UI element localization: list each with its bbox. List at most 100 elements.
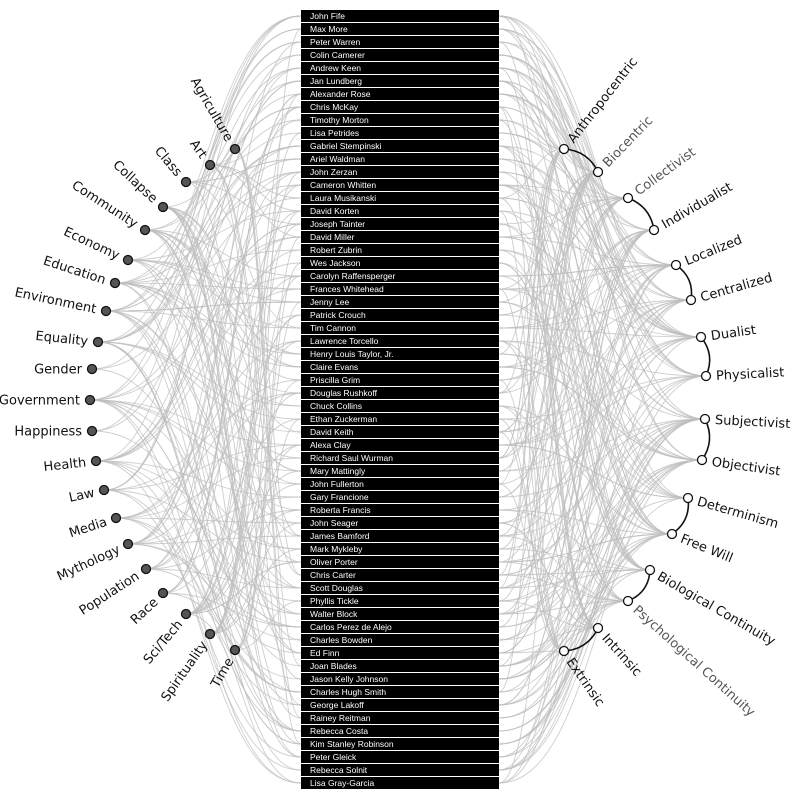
person-row[interactable]: Andrew Keen — [301, 62, 499, 74]
topic-link — [97, 341, 302, 407]
topic-node-equality[interactable]: Equality — [35, 329, 104, 349]
person-row[interactable]: Chris McKay — [301, 101, 499, 113]
person-row[interactable]: Jason Kelly Johnson — [301, 673, 499, 685]
philosophy-node-individualist[interactable]: Individualist — [648, 180, 736, 236]
person-row[interactable]: Peter Gleick — [301, 751, 499, 763]
philosophy-node-objectivist[interactable]: Objectivist — [696, 454, 782, 479]
person-row[interactable]: Carlos Perez de Alejo — [301, 621, 499, 633]
person-row[interactable]: Charles Bowden — [301, 634, 499, 646]
person-row[interactable]: Ed Finn — [301, 647, 499, 659]
person-row[interactable]: Ariel Waldman — [301, 153, 499, 165]
topic-node-environment[interactable]: Environment — [13, 285, 112, 317]
philosophy-link — [498, 171, 707, 377]
topic-node-dot — [92, 336, 104, 348]
person-row[interactable]: Colin Camerer — [301, 49, 499, 61]
person-row[interactable]: Alexander Rose — [301, 88, 499, 100]
person-row[interactable]: Lawrence Torcello — [301, 335, 499, 347]
philosophy-node-collectivist[interactable]: Collectivist — [622, 145, 699, 204]
person-row[interactable]: Mark Mykleby — [301, 543, 499, 555]
person-row[interactable]: David Keith — [301, 426, 499, 438]
person-row[interactable]: Phyllis Tickle — [301, 595, 499, 607]
topic-node-government[interactable]: Government — [0, 394, 96, 409]
person-row[interactable]: David Korten — [301, 205, 499, 217]
philosophy-node-free-will[interactable]: Free Will — [666, 528, 735, 567]
topic-node-health[interactable]: Health — [43, 456, 102, 475]
topic-link — [185, 483, 302, 615]
philosophy-link — [498, 229, 655, 524]
person-row[interactable]: Wes Jackson — [301, 257, 499, 269]
person-row[interactable]: James Bamford — [301, 530, 499, 542]
person-row[interactable]: Scott Douglas — [301, 582, 499, 594]
person-row[interactable]: Peter Warren — [301, 36, 499, 48]
person-row[interactable]: John Fife — [301, 10, 499, 22]
topic-link — [105, 310, 302, 667]
person-name: Oliver Porter — [310, 557, 358, 567]
philosophy-node-intrinsic[interactable]: Intrinsic — [592, 622, 645, 680]
topic-node-race[interactable]: Race — [128, 587, 169, 628]
person-row[interactable]: Timothy Morton — [301, 114, 499, 126]
person-row[interactable]: George Lakoff — [301, 699, 499, 711]
philosophy-node-biocentric[interactable]: Biocentric — [592, 113, 657, 178]
philosophy-node-subjectivist[interactable]: Subjectivist — [699, 413, 791, 432]
philosophy-node-dot — [622, 192, 634, 204]
person-row[interactable]: Tim Cannon — [301, 322, 499, 334]
person-row[interactable]: Alexa Clay — [301, 439, 499, 451]
person-row[interactable]: Kim Stanley Robinson — [301, 738, 499, 750]
person-row-bg — [301, 244, 499, 256]
person-row[interactable]: Chuck Collins — [301, 400, 499, 412]
person-row[interactable]: Frances Whitehead — [301, 283, 499, 295]
person-row[interactable]: Rainey Reitman — [301, 712, 499, 724]
topic-node-law[interactable]: Law — [68, 484, 110, 506]
person-row[interactable]: Priscilla Grim — [301, 374, 499, 386]
person-row-bg — [301, 569, 499, 581]
person-row[interactable]: David Miller — [301, 231, 499, 243]
person-row[interactable]: Walter Block — [301, 608, 499, 620]
person-row[interactable]: Douglas Rushkoff — [301, 387, 499, 399]
topic-node-economy[interactable]: Economy — [61, 225, 134, 266]
person-row[interactable]: Robert Zubrin — [301, 244, 499, 256]
person-row[interactable]: Claire Evans — [301, 361, 499, 373]
philosophy-label: Localized — [683, 233, 745, 270]
philosophy-node-centralized[interactable]: Centralized — [685, 271, 775, 306]
person-row[interactable]: Patrick Crouch — [301, 309, 499, 321]
philosophy-node-localized[interactable]: Localized — [670, 233, 745, 271]
person-row[interactable]: Rebecca Solnit — [301, 764, 499, 776]
person-row-bg — [301, 426, 499, 438]
person-row[interactable]: John Zerzan — [301, 166, 499, 178]
person-row[interactable]: Cameron Whitten — [301, 179, 499, 191]
person-row[interactable]: Ethan Zuckerman — [301, 413, 499, 425]
topic-link — [114, 282, 302, 706]
philosophy-node-determinism[interactable]: Determinism — [682, 492, 780, 533]
topic-node-media[interactable]: Media — [67, 512, 122, 542]
person-row[interactable]: Gabriel Stempinski — [301, 140, 499, 152]
person-row[interactable]: Richard Saul Wurman — [301, 452, 499, 464]
person-row[interactable]: Chris Carter — [301, 569, 499, 581]
topic-link — [144, 229, 302, 758]
person-row[interactable]: Lisa Petrides — [301, 127, 499, 139]
person-row[interactable]: Carolyn Raffensperger — [301, 270, 499, 282]
topic-node-happiness[interactable]: Happiness — [14, 425, 98, 440]
person-row[interactable]: Mary Mattingly — [301, 465, 499, 477]
topic-node-collapse[interactable]: Collapse — [109, 158, 169, 213]
person-row[interactable]: Gary Francione — [301, 491, 499, 503]
person-row-bg — [301, 751, 499, 763]
person-row[interactable]: Laura Musikanski — [301, 192, 499, 204]
person-row[interactable]: Rebecca Costa — [301, 725, 499, 737]
person-row[interactable]: Roberta Francis — [301, 504, 499, 516]
person-row[interactable]: Charles Hugh Smith — [301, 686, 499, 698]
philosophy-node-physicalist[interactable]: Physicalist — [700, 365, 785, 384]
person-row[interactable]: Lisa Gray-Garcia — [301, 777, 499, 789]
topic-node-gender[interactable]: Gender — [34, 363, 98, 378]
person-row[interactable]: Oliver Porter — [301, 556, 499, 568]
person-row[interactable]: Joseph Tainter — [301, 218, 499, 230]
person-row[interactable]: Jan Lundberg — [301, 75, 499, 87]
topic-node-class[interactable]: Class — [151, 144, 192, 188]
person-row[interactable]: John Fullerton — [301, 478, 499, 490]
person-row[interactable]: Henry Louis Taylor, Jr. — [301, 348, 499, 360]
philosophy-node-dualist[interactable]: Dualist — [695, 323, 757, 344]
topic-link — [234, 148, 302, 576]
person-row[interactable]: Joan Blades — [301, 660, 499, 672]
person-row[interactable]: Max More — [301, 23, 499, 35]
person-row[interactable]: Jenny Lee — [301, 296, 499, 308]
person-row[interactable]: John Seager — [301, 517, 499, 529]
